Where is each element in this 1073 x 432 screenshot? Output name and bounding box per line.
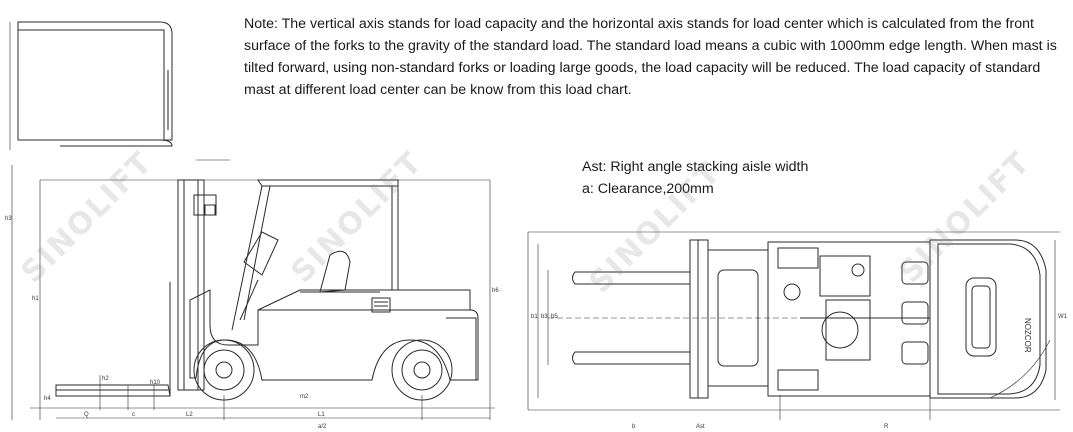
forklift-top-view: [527, 231, 1060, 420]
dim-h10: h10: [150, 380, 161, 386]
dim-m2: m2: [300, 394, 309, 400]
dim-l1: L1: [318, 412, 325, 418]
dim-l2: L2: [186, 412, 193, 418]
dim-c: c: [132, 412, 135, 418]
dim-b: b: [632, 424, 636, 430]
dim-a-half: a/2: [318, 424, 327, 430]
dim-q: Q: [84, 412, 89, 418]
brand-text: NOZCOR: [1023, 318, 1032, 353]
dim-b1: b1: [531, 314, 538, 320]
note-text: Note: The vertical axis stands for load …: [244, 16, 1057, 98]
fork-detail: [9, 21, 173, 150]
dim-w1: W1: [1058, 314, 1068, 320]
dim-h4: h4: [44, 396, 51, 402]
legend: Ast: Right angle stacking aisle width a:…: [582, 156, 808, 200]
dim-r: R: [884, 424, 889, 430]
forklift-side-view: [11, 159, 495, 420]
dim-ast: Ast: [696, 424, 705, 430]
legend-clearance: a: Clearance,200mm: [582, 181, 714, 197]
dim-h6: h6: [492, 288, 499, 294]
legend-ast: Ast: Right angle stacking aisle width: [582, 159, 809, 175]
dim-b3: b3: [541, 314, 548, 320]
dim-h3: h3: [5, 216, 12, 222]
dim-h2: h2: [102, 376, 109, 382]
dim-h1: h1: [32, 296, 39, 302]
dim-b5: b5: [551, 314, 558, 320]
